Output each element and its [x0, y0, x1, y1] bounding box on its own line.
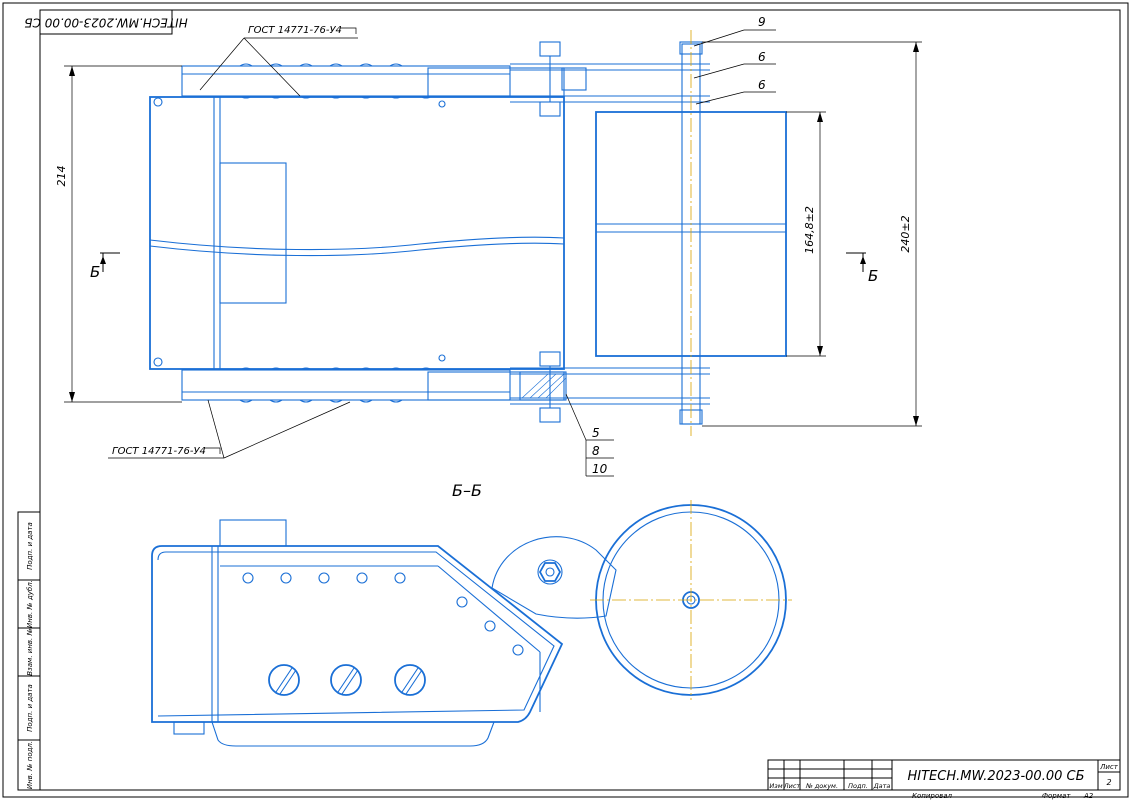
- inner-frame: [39, 9, 1121, 791]
- dimension-214: 214: [55, 65, 182, 403]
- side-strip-label: Подп. и дата: [26, 522, 34, 570]
- callout-stack: 5 8 10: [565, 393, 614, 477]
- gost-top-text: ГОСТ 14771-76-У4: [248, 25, 342, 36]
- copied-label: Копировал: [912, 792, 953, 800]
- weld-note-bottom: ГОСТ 14771-76-У4: [108, 399, 351, 459]
- designation: HITECH.MW.2023-00.00 СБ: [907, 769, 1084, 784]
- callout-number: 10: [592, 462, 608, 476]
- format-value: А2: [1083, 792, 1094, 800]
- section-mark-left: Б: [90, 252, 120, 281]
- title-block-header: Изм: [769, 782, 782, 790]
- callout-6-b: 6: [695, 78, 776, 105]
- callout-9: 9: [693, 15, 776, 47]
- title-block-header: № докум.: [805, 782, 838, 790]
- side-strip-label: Взам. инв. №: [26, 628, 34, 676]
- top-stamp-text: HITECH.MW.2023-00.00 СБ: [24, 16, 187, 30]
- top-stamp: HITECH.MW.2023-00.00 СБ: [24, 9, 188, 35]
- dim-164-text: 164,8±2: [803, 206, 816, 254]
- section-view: [151, 500, 792, 747]
- callout-number: 8: [592, 444, 600, 458]
- section-letter-right: Б: [868, 267, 878, 285]
- format-label: Формат: [1042, 792, 1071, 800]
- top-view: [149, 30, 787, 436]
- side-strip-label: Инв. № подл.: [26, 741, 34, 789]
- dim-214-text: 214: [55, 166, 68, 187]
- callout-number: 6: [758, 78, 766, 92]
- dimension-240: 240±2: [702, 41, 922, 427]
- dimension-164: 164,8±2: [786, 111, 826, 357]
- title-block-header: Подп.: [848, 782, 868, 790]
- sheet-label: Лист: [1099, 763, 1119, 771]
- sheet-number: 2: [1106, 778, 1111, 787]
- callout-number: 9: [758, 15, 766, 29]
- side-strip-label: Подп. и дата: [26, 684, 34, 732]
- callout-number: 6: [758, 50, 766, 64]
- title-block-header: Лист: [783, 782, 801, 790]
- callout-6-a: 6: [693, 50, 776, 79]
- callout-number: 5: [592, 426, 600, 440]
- side-strip-label: Инв. № дубл.: [26, 580, 34, 628]
- dim-240-text: 240±2: [899, 215, 912, 252]
- side-strip: Подп. и дата Инв. № дубл. Взам. инв. № П…: [17, 511, 41, 791]
- weld-note-top: ГОСТ 14771-76-У4: [199, 25, 358, 97]
- gost-bottom-text: ГОСТ 14771-76-У4: [112, 446, 206, 457]
- section-mark-right: Б: [846, 252, 878, 285]
- section-letter-left: Б: [90, 263, 100, 281]
- section-title: Б–Б: [452, 481, 482, 500]
- title-block-header: Дата: [873, 782, 891, 790]
- title-block: Изм Лист № докум. Подп. Дата HITECH.MW.2…: [767, 759, 1121, 800]
